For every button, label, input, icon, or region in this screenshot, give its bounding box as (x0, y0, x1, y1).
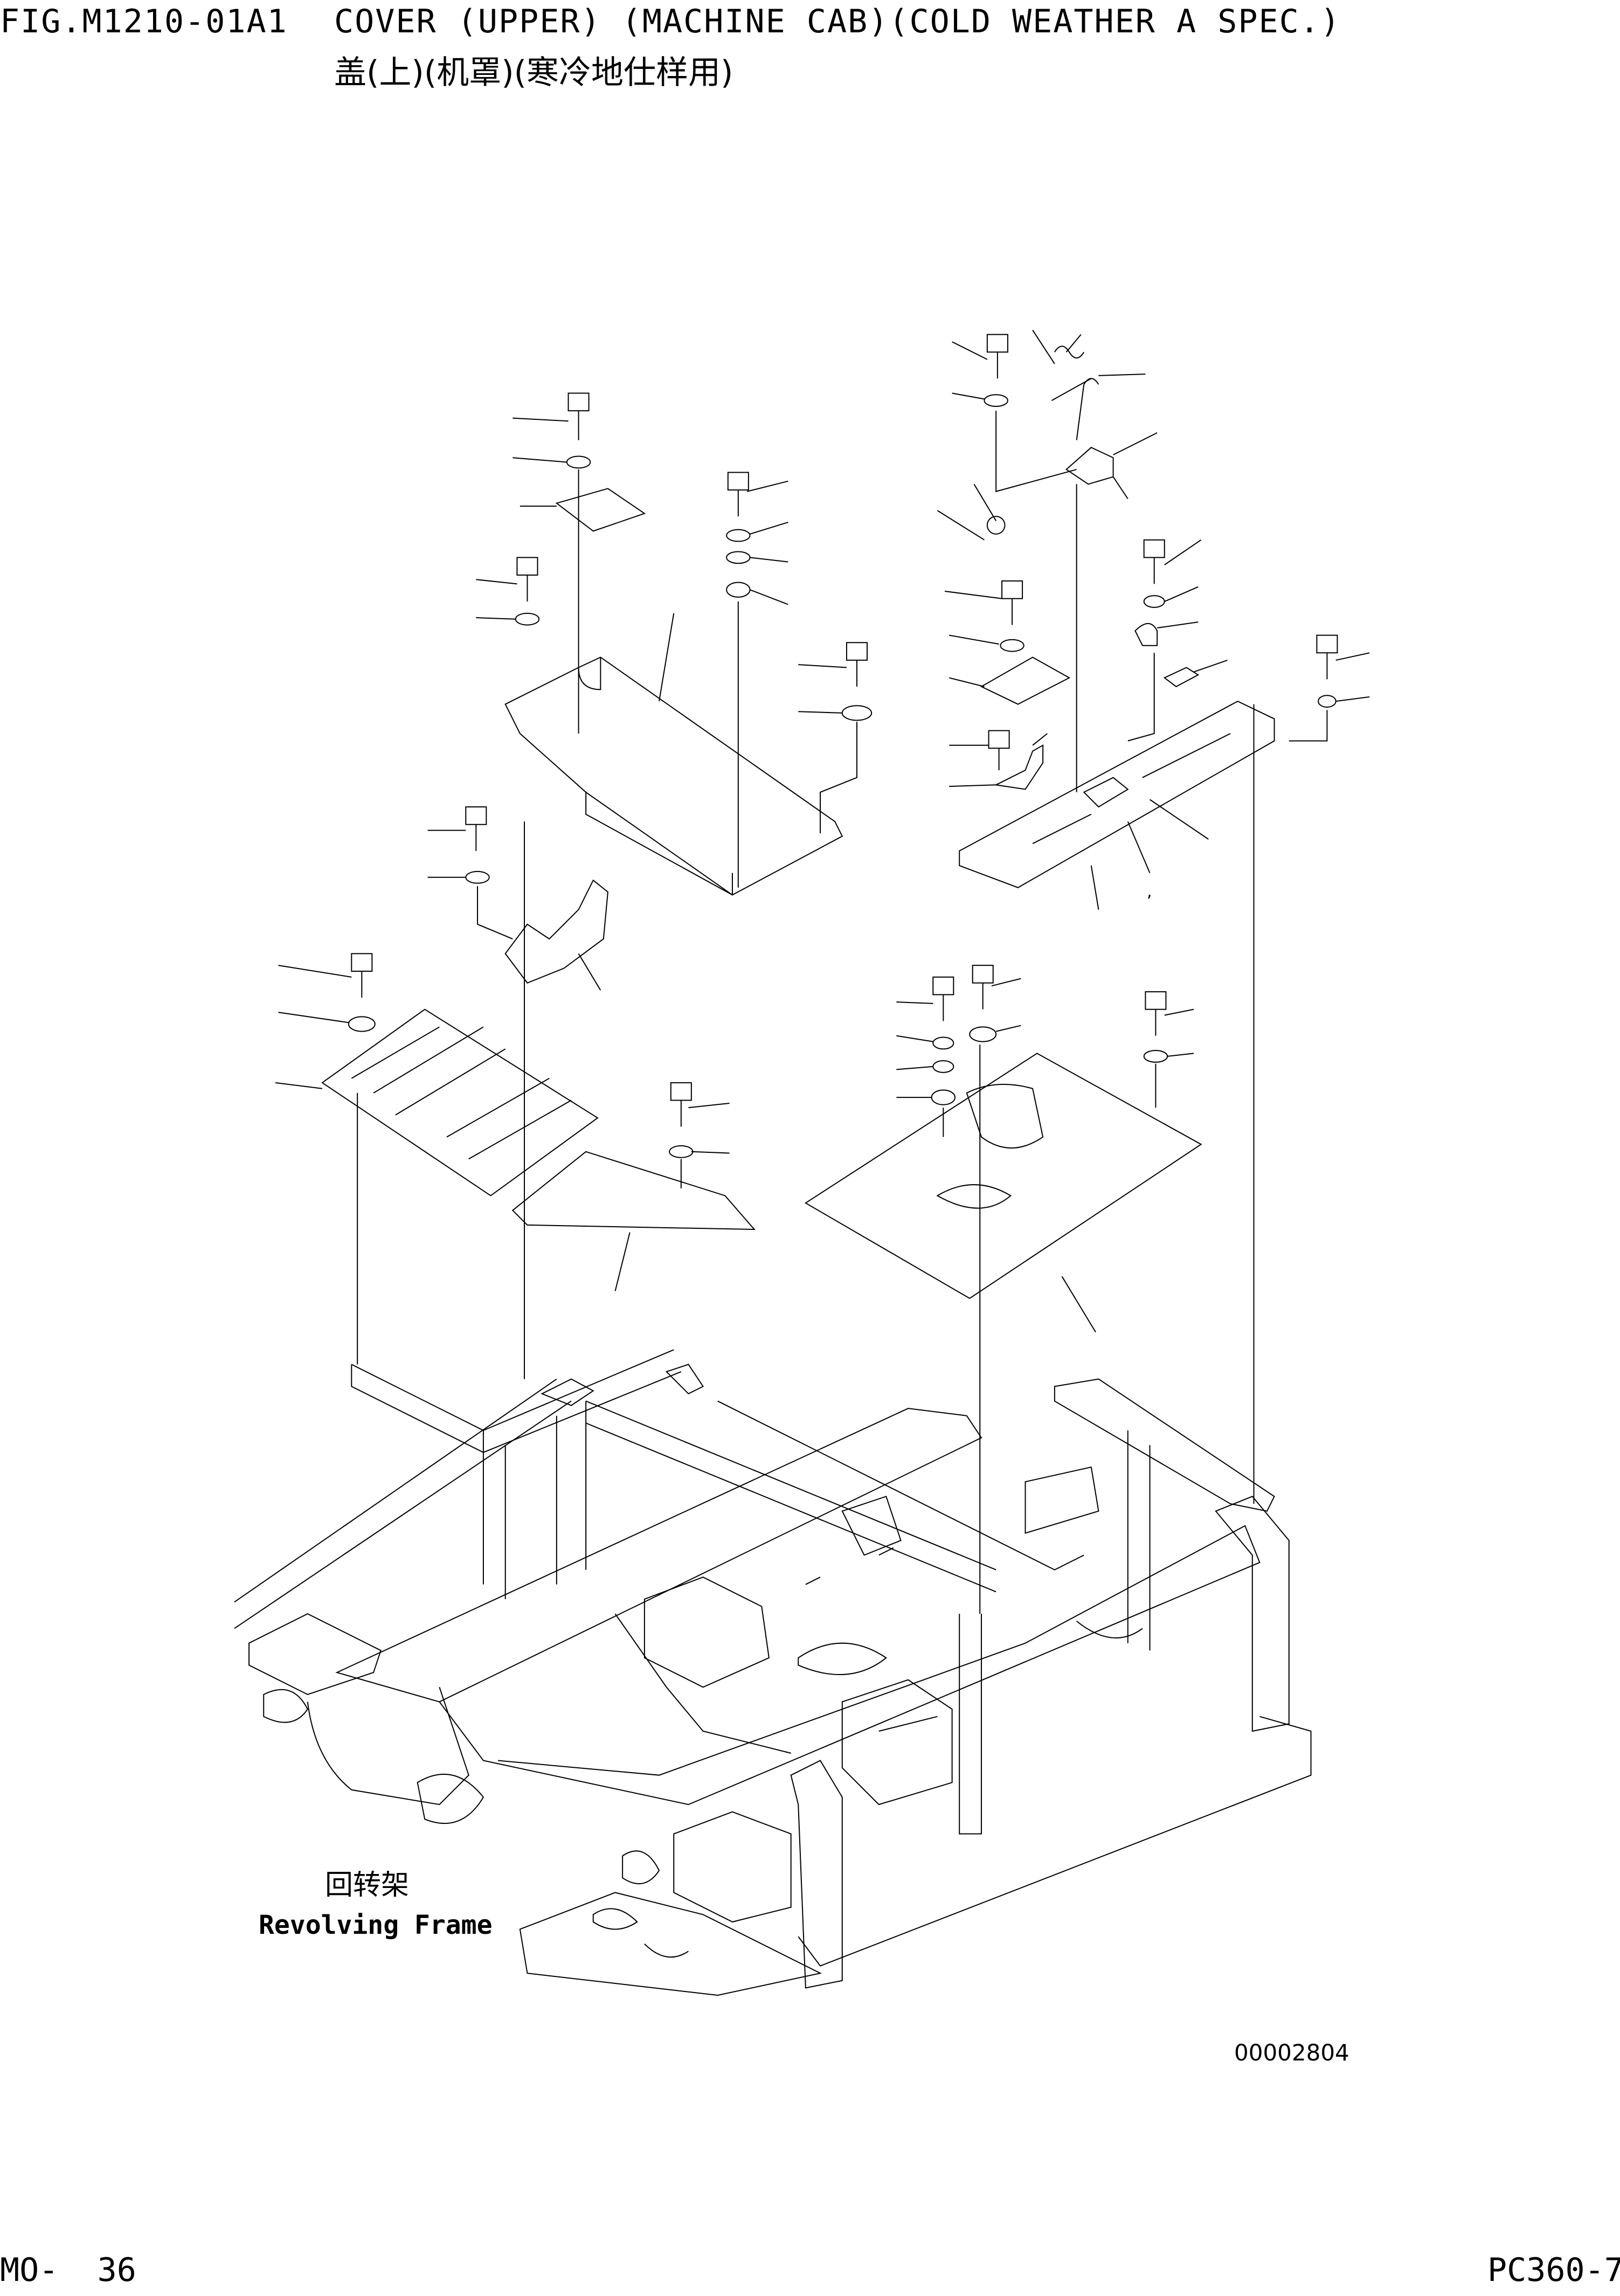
revolving-frame-label-english: Revolving Frame (259, 1910, 493, 1940)
bolt-icon (987, 335, 1008, 379)
bolt-icon (1317, 635, 1337, 680)
washer-icon (932, 1090, 955, 1104)
bolt-icon (466, 807, 486, 851)
bolt-icon (1002, 581, 1022, 625)
washer-icon (984, 395, 1007, 406)
bolt-icon (728, 472, 749, 516)
drawing-number: 00002804 (1234, 2039, 1349, 2066)
triangle-plate (513, 1152, 754, 1229)
bolt-icon (973, 965, 993, 1009)
bolt-icon (933, 977, 953, 1021)
latch-assembly (1067, 447, 1113, 484)
bolt-icon (1145, 992, 1166, 1036)
grille-plate (981, 657, 1069, 704)
bolt-icon (517, 557, 537, 601)
washer-icon (349, 1016, 375, 1031)
bolt-icon (671, 1083, 691, 1127)
bolt-icon (1144, 540, 1165, 584)
washer-icon (842, 706, 871, 720)
figure-title-english: COVER (UPPER) (MACHINE CAB)(COLD WEATHER… (334, 3, 1341, 40)
washer-icon (933, 1061, 953, 1073)
washer-icon (726, 551, 750, 563)
figure-number: FIG.M1210-01A1 (0, 3, 288, 40)
washer-icon (669, 1146, 693, 1158)
stray-mark: , (1147, 882, 1152, 901)
support-bracket (506, 880, 608, 983)
revolving-frame-label-chinese: 回转架 (325, 1869, 410, 1901)
washer-icon (516, 613, 539, 625)
grille-plate (557, 488, 645, 531)
washer-icon (726, 583, 750, 597)
model-number: PC360-7 (1487, 2251, 1620, 2289)
upper-cover-panel (506, 657, 842, 895)
right-floor-plate (806, 1053, 1201, 1298)
washer-icon (1144, 596, 1165, 607)
washer-icon (466, 872, 489, 883)
washer-icon (970, 1027, 996, 1041)
washer-icon (1318, 695, 1336, 707)
right-upper-cover (959, 701, 1274, 888)
washer-icon (726, 530, 750, 542)
page-number: MO- 36 (0, 2251, 136, 2289)
left-floor-grille (322, 1009, 598, 1196)
washer-icon (987, 516, 1005, 534)
figure-title-chinese: 盖(上)(机罩)(寒冷地仕样用) (334, 54, 733, 92)
latch-spring (1055, 346, 1084, 358)
washer-icon (933, 1037, 953, 1049)
washer-icon (1000, 640, 1023, 652)
bolt-icon (989, 731, 1009, 770)
washer-icon (1144, 1050, 1167, 1062)
bolt-icon (351, 953, 372, 998)
revolving-frame (234, 1350, 1311, 1995)
washer-icon (567, 457, 590, 468)
bolt-icon (847, 642, 867, 687)
bolt-icon (569, 393, 589, 440)
